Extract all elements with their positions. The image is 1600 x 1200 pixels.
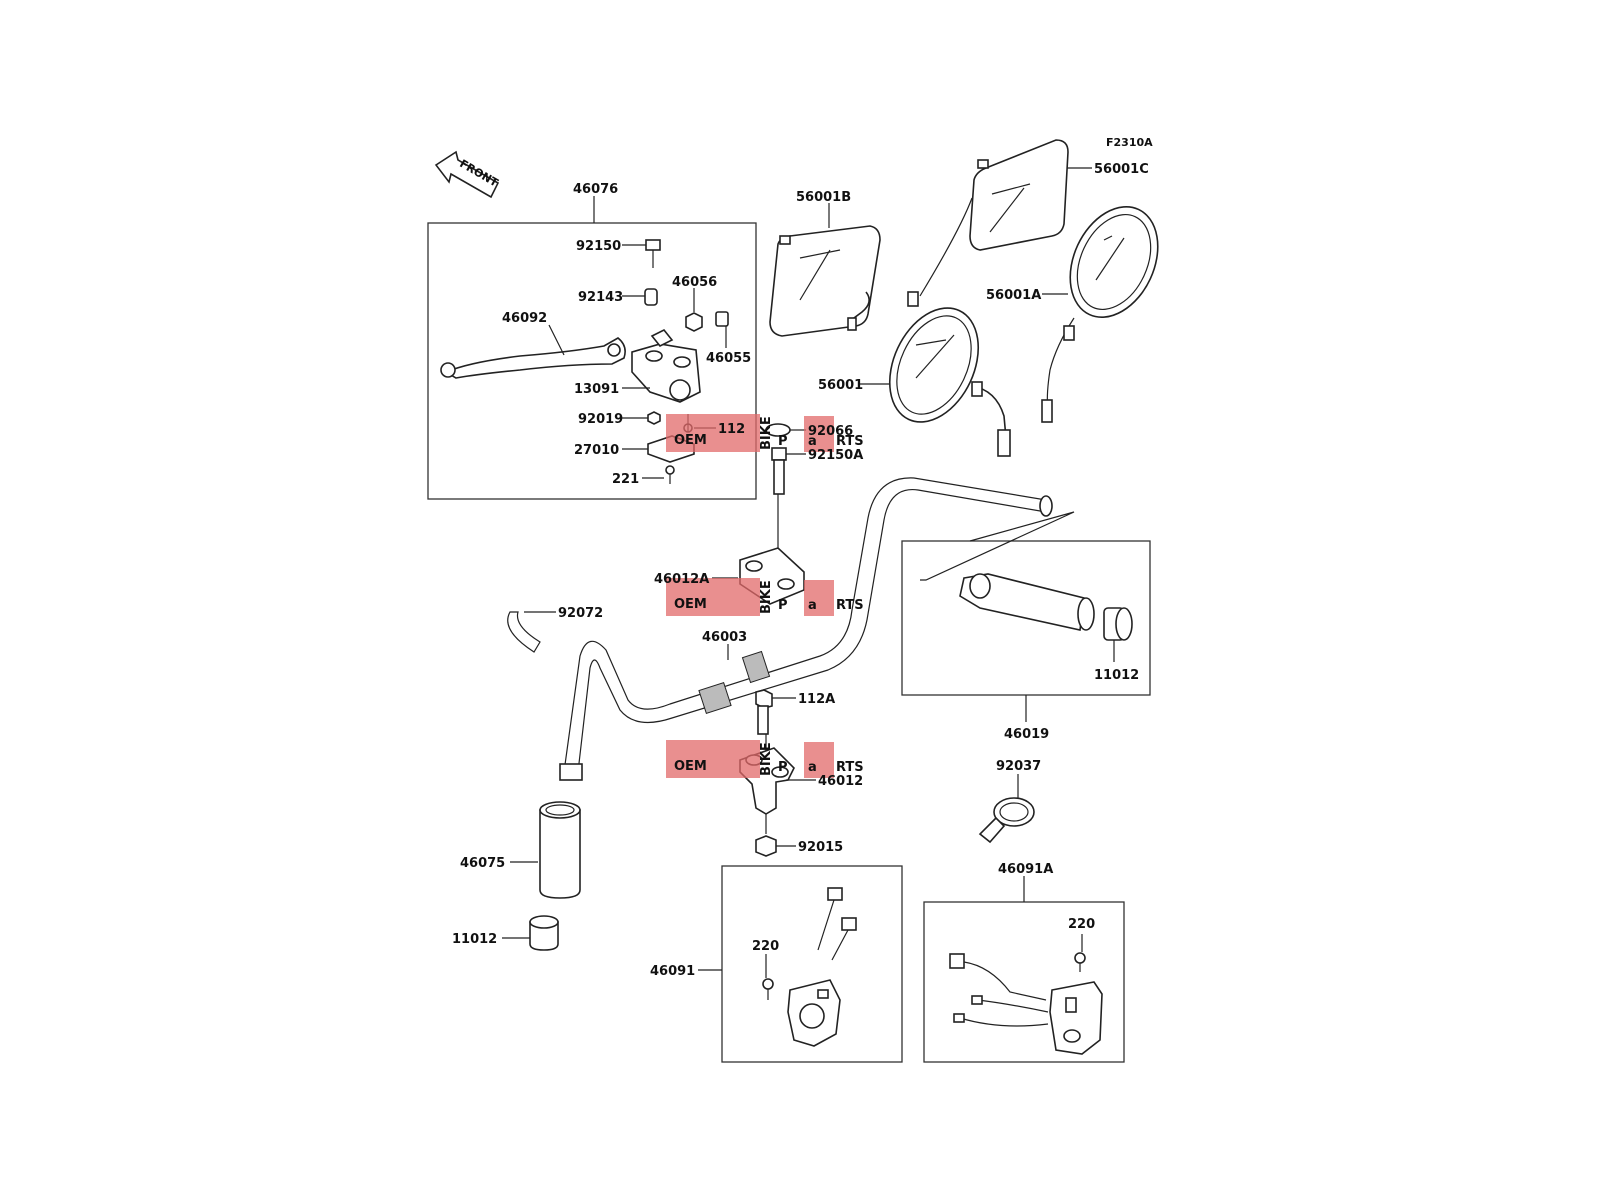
label-56001C: 56001C	[1094, 162, 1149, 177]
label-56001B: 56001B	[796, 190, 851, 205]
label-92150A: 92150A	[808, 448, 863, 463]
label-46091: 46091	[650, 964, 695, 979]
label-46056: 46056	[672, 275, 717, 290]
clamp-92037	[978, 797, 1035, 844]
mirror-56001B	[769, 225, 881, 337]
label-46075: 46075	[460, 856, 505, 871]
watermark-2: OEM BIKE P a RTS	[666, 578, 864, 616]
svg-text:OEM: OEM	[674, 759, 707, 774]
svg-text:a: a	[808, 598, 817, 613]
label-56001A: 56001A	[986, 288, 1041, 303]
label-92015: 92015	[798, 840, 843, 855]
svg-text:BIKE: BIKE	[759, 416, 774, 450]
watermark-3: OEM BIKE P a RTS	[666, 740, 864, 778]
left-switch-46091	[787, 887, 857, 1047]
svg-text:P: P	[778, 760, 788, 775]
figure-code: F2310A	[1106, 136, 1153, 149]
svg-text:P: P	[778, 598, 788, 613]
svg-text:RTS: RTS	[836, 434, 864, 449]
label-46012: 46012	[818, 774, 863, 789]
svg-text:BIKE: BIKE	[759, 580, 774, 614]
mirror-56001	[888, 307, 1011, 457]
screw-220-right	[1074, 952, 1086, 972]
svg-text:BIKE: BIKE	[759, 742, 774, 776]
label-221: 221	[612, 472, 639, 487]
label-220-left: 220	[752, 939, 779, 954]
mirror-56001A	[1041, 205, 1159, 423]
label-46003: 46003	[702, 630, 747, 645]
watermark-1: OEM BIKE P a RTS	[666, 414, 864, 452]
handlebar-knurl-right	[741, 650, 771, 684]
screw-220-left	[762, 978, 774, 1000]
label-92037: 92037	[996, 759, 1041, 774]
label-220-right: 220	[1068, 917, 1095, 932]
label-46076: 46076	[573, 182, 618, 197]
label-46019: 46019	[1004, 727, 1049, 742]
label-92143: 92143	[578, 290, 623, 305]
grip-end-cap-11012-left	[529, 915, 559, 951]
screw-221	[665, 465, 675, 484]
label-46092: 46092	[502, 311, 547, 326]
adjuster-46055	[715, 311, 729, 327]
label-92066: 92066	[808, 424, 853, 439]
label-13091: 13091	[574, 382, 619, 397]
mirror-56001C	[907, 139, 1069, 307]
band-92072	[507, 611, 541, 653]
grip-end-cap-11012-right	[1103, 607, 1133, 641]
label-46091A: 46091A	[998, 862, 1053, 877]
nut-92019	[647, 411, 661, 425]
label-46055: 46055	[706, 351, 751, 366]
svg-text:a: a	[808, 434, 817, 449]
label-56001: 56001	[818, 378, 863, 393]
bolt-92150	[645, 239, 661, 268]
bolt-92150A	[771, 447, 787, 495]
svg-text:OEM: OEM	[674, 597, 707, 612]
label-27010: 27010	[574, 443, 619, 458]
svg-text:OEM: OEM	[674, 433, 707, 448]
handlebar-knurl-left	[698, 681, 732, 715]
nut-92015	[755, 835, 777, 857]
label-92072: 92072	[558, 606, 603, 621]
svg-text:RTS: RTS	[836, 760, 864, 775]
bolt-112A	[755, 689, 773, 735]
svg-text:a: a	[808, 760, 817, 775]
svg-text:P: P	[778, 434, 788, 449]
right-switch-46091A	[949, 953, 1103, 1055]
label-112A: 112A	[798, 692, 835, 707]
clutch-lever-group-box	[427, 222, 757, 500]
collar-92143	[644, 288, 658, 306]
handlebar-46003	[563, 477, 1047, 773]
label-11012-right: 11012	[1094, 668, 1139, 683]
label-92019: 92019	[578, 412, 623, 427]
nut-46056	[685, 312, 703, 332]
front-arrow-icon: FRONT	[434, 150, 501, 199]
label-46012A: 46012A	[654, 572, 709, 587]
label-11012-left: 11012	[452, 932, 497, 947]
clutch-lever-46092	[444, 337, 626, 379]
label-92150: 92150	[576, 239, 621, 254]
label-112: 112	[718, 422, 745, 437]
lever-holder-13091	[631, 328, 701, 403]
throttle-grip	[959, 573, 1095, 631]
left-switch-group-box	[721, 865, 903, 1063]
grip-46075	[539, 801, 581, 899]
svg-text:RTS: RTS	[836, 598, 864, 613]
